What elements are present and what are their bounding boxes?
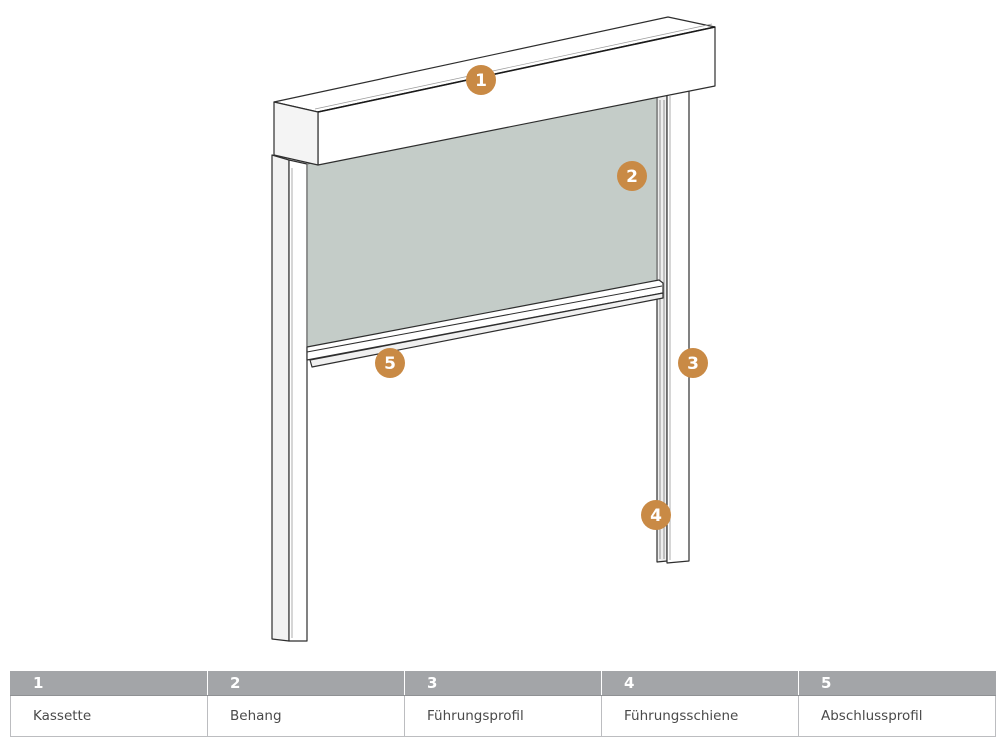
bottom-bar [306,279,664,368]
legend-label-row: Kassette Behang Führungsprofil Führungss… [10,695,996,737]
cassette [273,16,716,166]
legend-label-3: Führungsprofil [404,695,602,737]
svg-text:2: 2 [626,167,638,187]
svg-text:4: 4 [650,506,662,526]
svg-text:1: 1 [475,71,487,91]
guide-rail [656,93,668,563]
legend-table: 1 2 3 4 5 Kassette Behang Führungsprofil… [10,671,996,737]
svg-text:3: 3 [687,354,699,374]
legend-number-1: 1 [10,671,208,696]
callout-badge-3: 3 [678,348,708,378]
legend-number-5: 5 [798,671,996,696]
legend-number-4: 4 [601,671,799,696]
right-guide-profile [666,86,690,564]
legend-number-2: 2 [207,671,405,696]
callout-badge-5: 5 [375,348,405,378]
callout-badge-2: 2 [617,161,647,191]
screen-blind-diagram: 1 2 3 4 5 [271,16,716,642]
legend-label-2: Behang [207,695,405,737]
svg-text:5: 5 [384,354,396,374]
callout-badge-1: 1 [466,65,496,95]
callout-badge-4: 4 [641,500,671,530]
legend-label-4: Führungsschiene [601,695,799,737]
legend-label-5: Abschlussprofil [798,695,996,737]
left-guide-profile [271,154,308,642]
legend-label-1: Kassette [10,695,208,737]
legend-number-3: 3 [404,671,602,696]
legend-header-row: 1 2 3 4 5 [10,671,996,696]
